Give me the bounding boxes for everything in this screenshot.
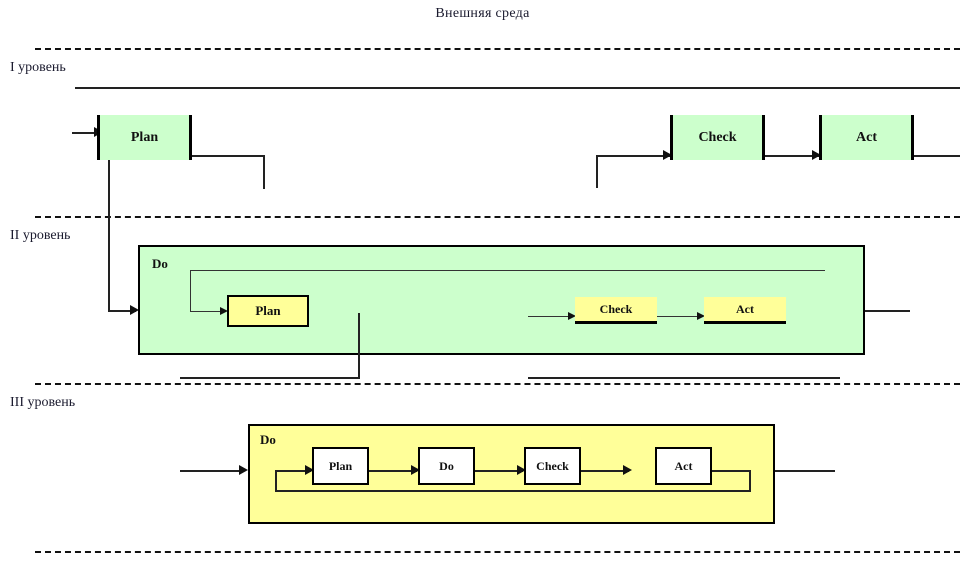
level2-plan-down-connector [358, 313, 360, 378]
level3-box-check-label: Check [536, 458, 569, 473]
level2-box-check[interactable]: Check [575, 297, 657, 324]
level3-do-to-check-line [475, 470, 523, 472]
level3-plan-input-arrowhead [305, 465, 314, 475]
level3-check-to-act-line [581, 470, 629, 472]
level3-do-to-check-arrowhead [517, 465, 526, 475]
level2-check-to-act-arrowhead [697, 312, 705, 320]
level1-plan-output-drop [263, 155, 265, 189]
level1-check-to-act-arrowhead [812, 150, 821, 160]
level3-act-output-line [712, 470, 751, 472]
level1-check-input-line [596, 155, 670, 157]
level1-box-act[interactable]: Act [819, 115, 914, 160]
level2-feedback-drop [190, 270, 191, 311]
level1-box-plan[interactable]: Plan [97, 115, 192, 160]
level3-box-act[interactable]: Act [655, 447, 712, 485]
level1-plan-output-line [192, 155, 265, 157]
level3-box-plan-label: Plan [328, 458, 353, 473]
level2-check-input-line [528, 316, 574, 317]
level2-plan-input-arrowhead [220, 307, 228, 315]
level1-to-level2-drop [108, 160, 110, 312]
separator-level1-level2 [35, 216, 960, 218]
separator-level2-level3 [35, 383, 960, 385]
separator-top [35, 48, 960, 50]
level1-check-to-act-line [765, 155, 819, 157]
level3-box-do-label: Do [439, 458, 454, 473]
level2-plan-input-line [190, 311, 226, 312]
level1-top-rule [75, 87, 960, 89]
level3-do-input-arrowhead [239, 465, 248, 475]
level1-plan-input-line [72, 132, 96, 134]
level1-to-level2-arrowhead [130, 305, 139, 315]
level3-do-output-line [775, 470, 835, 472]
level3-box-check[interactable]: Check [524, 447, 581, 485]
level2-check-input-arrowhead [568, 312, 576, 320]
level3-check-to-act-arrowhead [623, 465, 632, 475]
level2-box-plan-label: Plan [255, 303, 281, 318]
level3-feedback-riser [275, 470, 277, 491]
level3-do-input-line [180, 470, 242, 472]
level2-check-to-act-line [657, 316, 703, 317]
level2-feedback-top-line [190, 270, 825, 271]
level3-plan-input-line [275, 470, 311, 472]
level3-box-plan[interactable]: Plan [312, 447, 369, 485]
level2-lower-right-rule [528, 377, 840, 379]
level1-box-check[interactable]: Check [670, 115, 765, 160]
level2-do-output-line [865, 310, 910, 312]
level2-lower-left-rule [180, 377, 360, 379]
level1-box-act-label: Act [856, 129, 877, 145]
level2-do-label: Do [152, 256, 168, 271]
separator-bottom [35, 551, 960, 553]
level1-check-input-riser [596, 155, 598, 188]
level3-feedback-line [275, 490, 751, 492]
diagram-title: Внешняя среда [435, 6, 530, 21]
level3-do-label: Do [260, 432, 276, 447]
level2-box-act[interactable]: Act [704, 297, 786, 324]
level-label-2: II уровень [10, 228, 71, 243]
level-label-3: III уровень [10, 395, 76, 410]
level1-check-input-arrowhead [663, 150, 672, 160]
level2-box-act-label: Act [736, 301, 754, 316]
level3-box-do[interactable]: Do [418, 447, 475, 485]
level1-box-plan-label: Plan [130, 129, 159, 145]
level1-to-level2-line [108, 310, 136, 312]
level-label-1: I уровень [10, 60, 66, 75]
level2-box-plan[interactable]: Plan [227, 295, 309, 327]
level1-act-output-line [914, 155, 960, 157]
level3-plan-to-do-arrowhead [411, 465, 420, 475]
level3-box-act-label: Act [674, 458, 693, 473]
level3-act-loop-drop [749, 470, 751, 491]
level2-box-check-label: Check [599, 301, 633, 316]
level1-box-check-label: Check [698, 129, 737, 145]
level3-plan-to-do-line [369, 470, 417, 472]
